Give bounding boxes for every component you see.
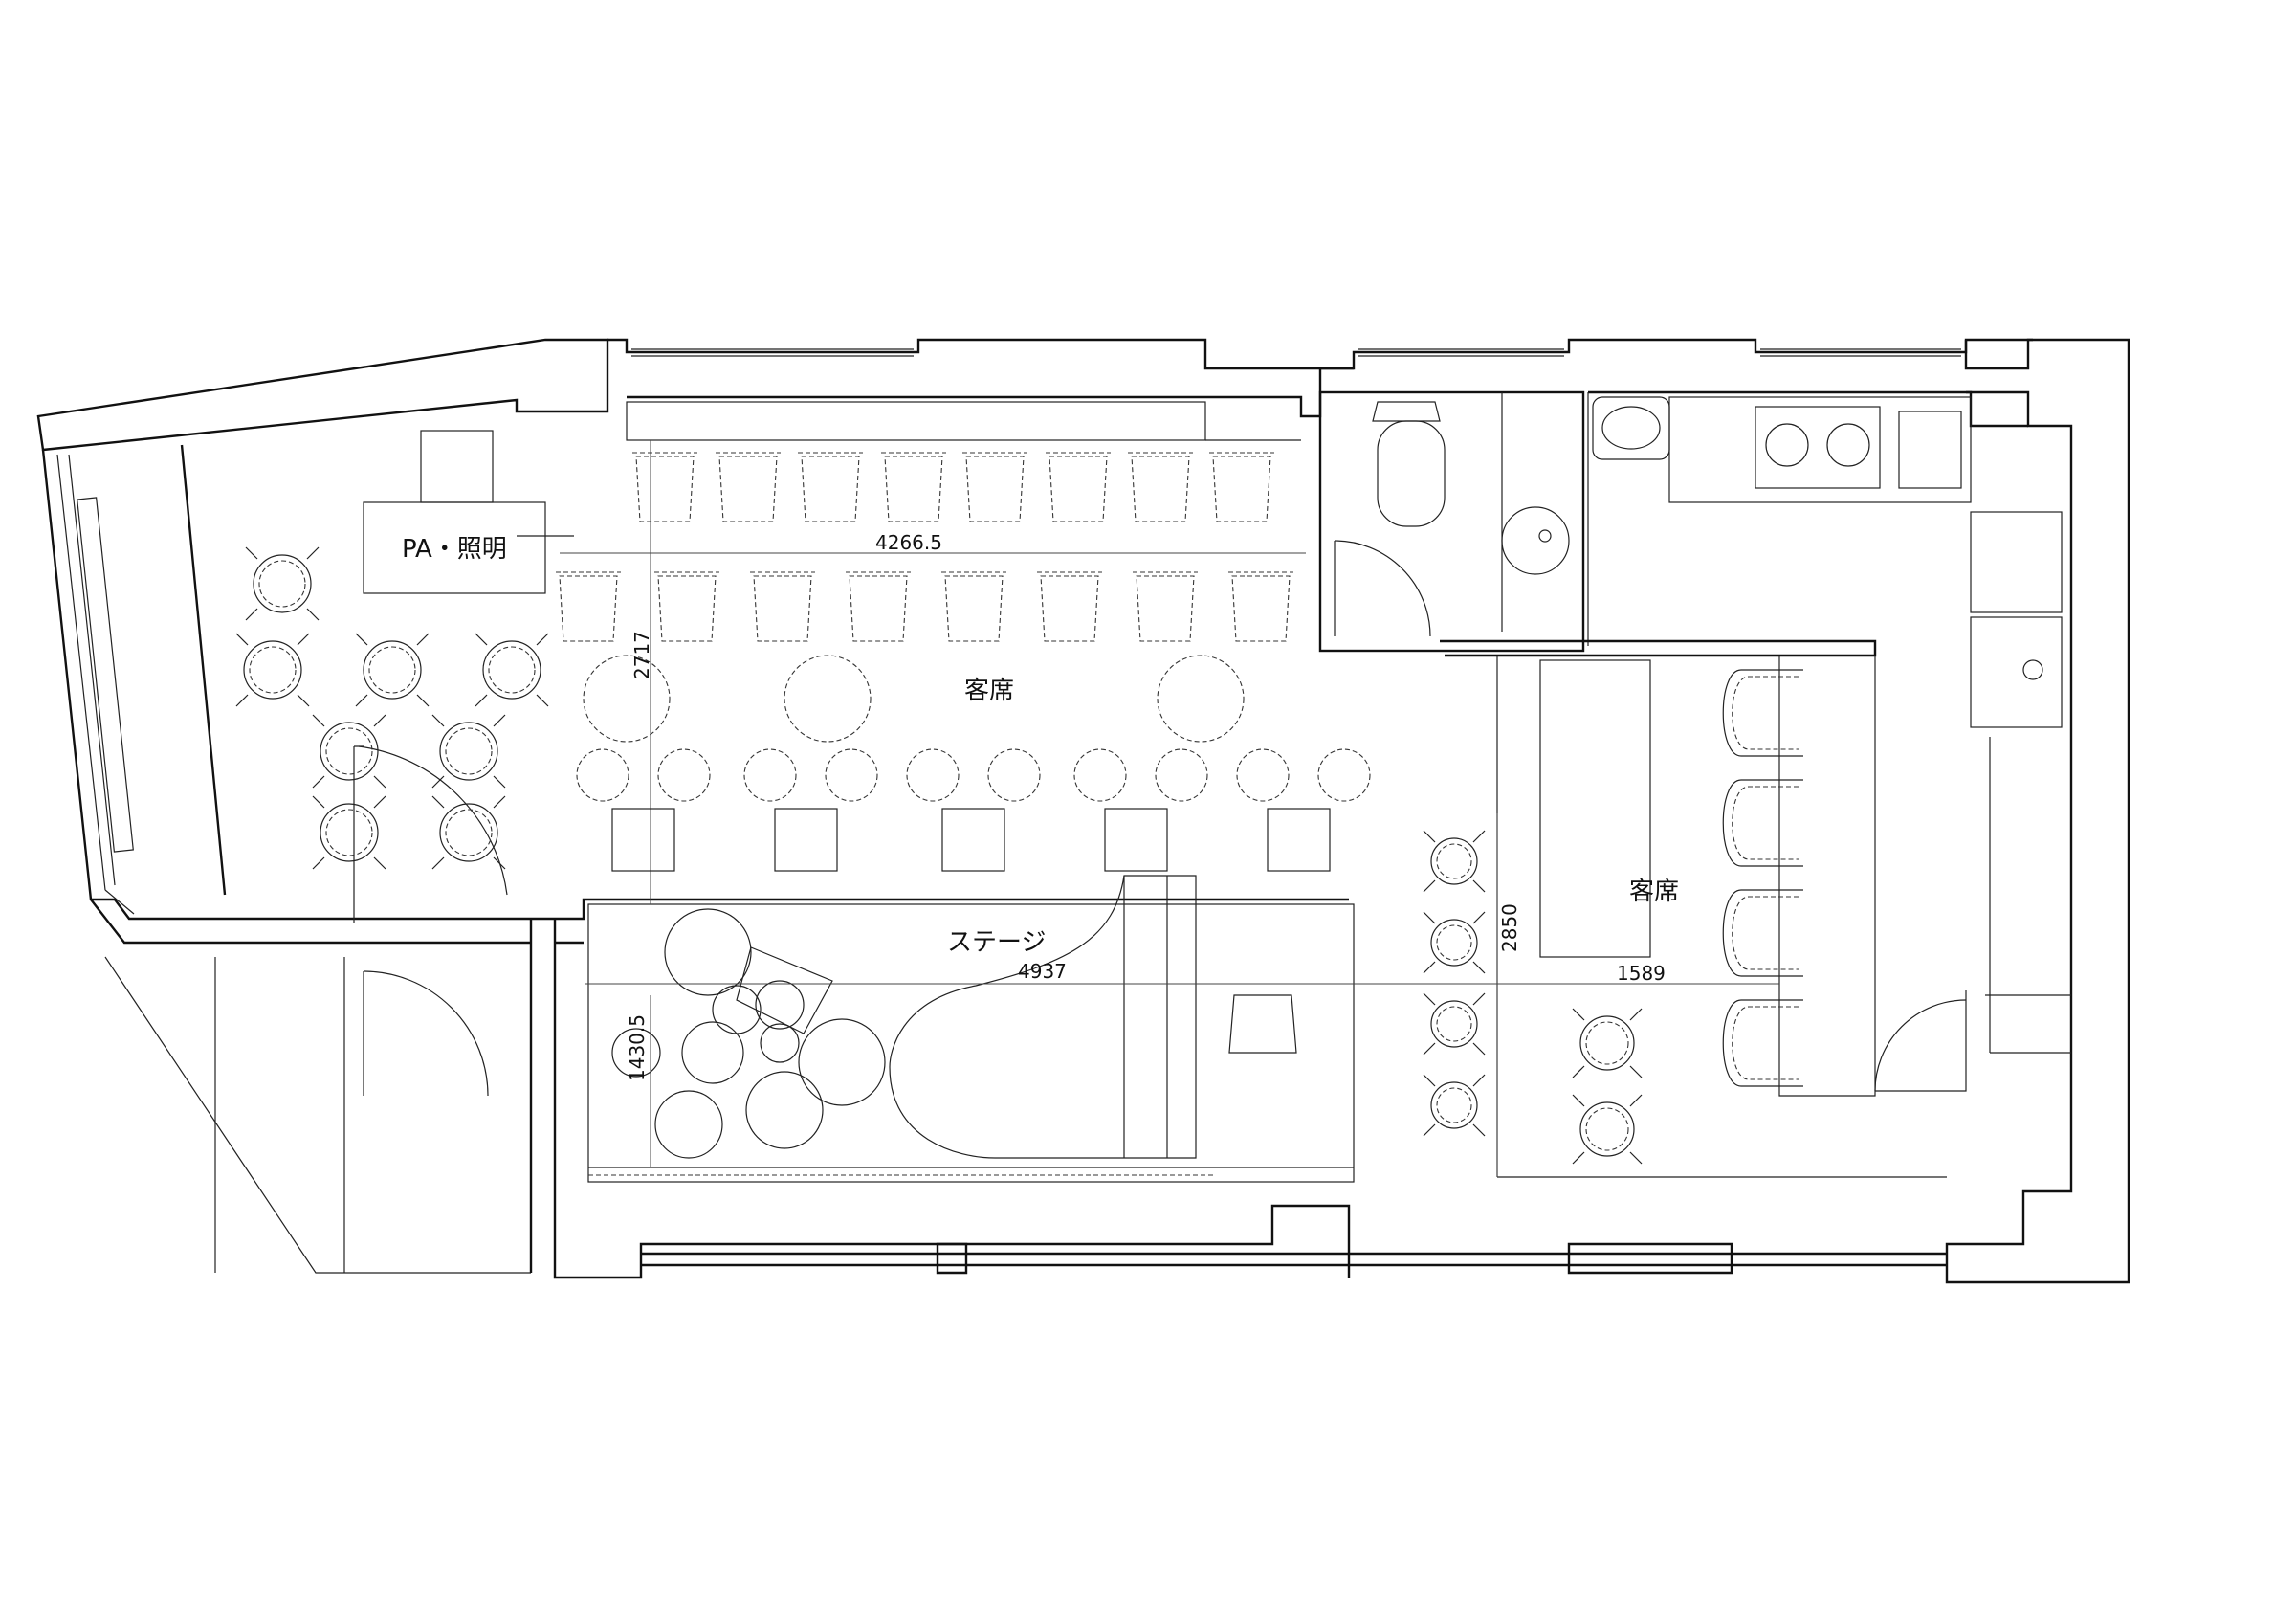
bar-chair (1133, 571, 1198, 642)
round-chair (431, 714, 506, 789)
window-top (631, 348, 1961, 357)
round-table (1157, 655, 1245, 743)
round-chair (1423, 1074, 1486, 1137)
dim-right-depth: 2850 (1498, 903, 1521, 952)
dim-right-width: 1589 (1617, 962, 1666, 985)
left-wing-furniture (353, 745, 508, 1097)
round-chair (1572, 1008, 1643, 1078)
round-chair (431, 795, 506, 870)
round-chair (1572, 1094, 1643, 1165)
dim-stage-depth: 1430.5 (626, 1014, 649, 1081)
seating-right-label: 客席 (1629, 878, 1679, 906)
round-stool (825, 748, 878, 802)
arm-chair (1722, 779, 1803, 867)
round-chair (1423, 830, 1486, 893)
bar-chair (556, 571, 621, 642)
bar-chair (750, 571, 815, 642)
bar-chair (1128, 452, 1193, 522)
pa-lighting-label: PA・照明 (402, 535, 507, 564)
bar-chair (881, 452, 946, 522)
arm-chair (1722, 999, 1803, 1087)
round-stool (1236, 748, 1290, 802)
bar-chair (1046, 452, 1111, 522)
bar-chair (798, 452, 863, 522)
round-chair (1423, 992, 1486, 1056)
dim-stage-width: 4937 (1018, 960, 1067, 983)
square-table (941, 808, 1005, 872)
seating-left-label: 客席 (964, 677, 1014, 705)
bar-chair (1037, 571, 1102, 642)
round-stool (1073, 748, 1127, 802)
square-table (1104, 808, 1168, 872)
bar-chair (632, 452, 697, 522)
round-stool (657, 748, 711, 802)
dim-seating-depth: 2717 (630, 631, 653, 679)
arm-chair (1722, 889, 1803, 977)
dim-bar-counter-width: 4266.5 (875, 531, 942, 554)
bar-counter (626, 401, 1301, 441)
arm-chair (1722, 669, 1803, 757)
square-table (774, 808, 838, 872)
dimension-lines (560, 440, 1779, 1177)
bar-chair (1209, 452, 1274, 522)
restroom (1318, 390, 1585, 653)
round-stool (906, 748, 960, 802)
furniture (235, 452, 1803, 1165)
square-table (1267, 808, 1331, 872)
square-table (611, 808, 675, 872)
round-chair (312, 795, 386, 870)
bar-chair (654, 571, 719, 642)
bar-chair (941, 571, 1006, 642)
round-chair (312, 714, 386, 789)
kitchen (1587, 390, 2071, 1054)
round-stool (1155, 748, 1208, 802)
round-chair (235, 633, 310, 707)
round-chair (355, 633, 430, 707)
round-table (784, 655, 872, 743)
round-table (583, 655, 671, 743)
outer-walls (36, 338, 2130, 1284)
round-stool (743, 748, 797, 802)
bar-chair (1228, 571, 1293, 642)
stage-label: ステージ (947, 928, 1046, 957)
bar-chair (962, 452, 1027, 522)
round-stool (1317, 748, 1371, 802)
round-chair (475, 633, 549, 707)
stage (587, 875, 1355, 1183)
bar-chair (846, 571, 911, 642)
round-stool (576, 748, 629, 802)
bar-chair (716, 452, 781, 522)
pa-booth (363, 430, 574, 594)
round-stool (987, 748, 1041, 802)
round-chair (245, 546, 320, 621)
round-chair (1423, 911, 1486, 974)
